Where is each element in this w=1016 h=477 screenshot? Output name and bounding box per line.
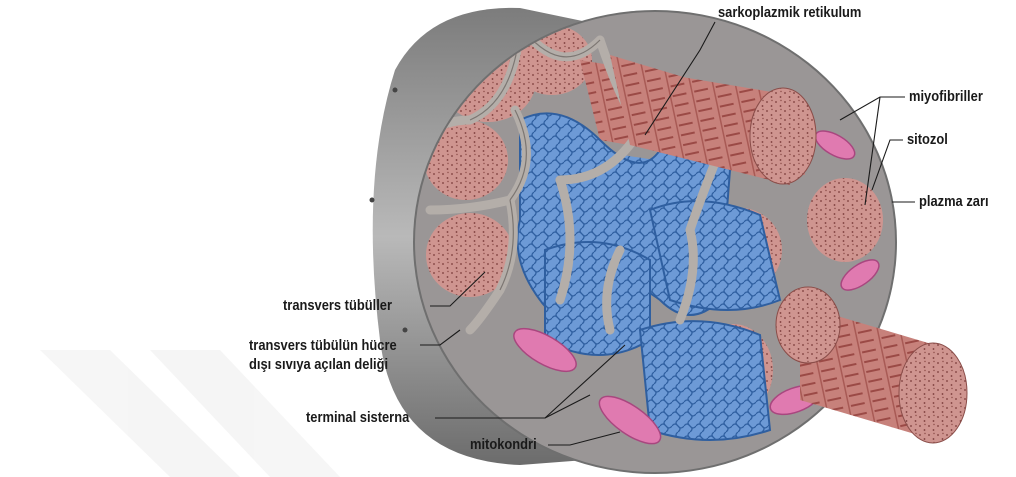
label-miyofibriller: miyofibriller (909, 88, 983, 105)
label-sitozol: sitozol (907, 131, 948, 148)
label-transvers-tubuller: transvers tübüller (283, 297, 392, 314)
label-transvers-tubulun-line1: transvers tübülün hücre (249, 336, 397, 355)
label-mitokondri: mitokondri (470, 436, 537, 453)
label-terminal-sisterna: terminal sisterna (306, 409, 409, 426)
label-transvers-tubulun-delik: transvers tübülün hücre dışı sıvıya açıl… (249, 336, 397, 374)
label-transvers-tubulun-line2: dışı sıvıya açılan deliği (249, 355, 397, 374)
label-sarkoplazmik-retikulum: sarkoplazmik retikulum (718, 4, 861, 21)
label-plazma-zari: plazma zarı (919, 193, 989, 210)
